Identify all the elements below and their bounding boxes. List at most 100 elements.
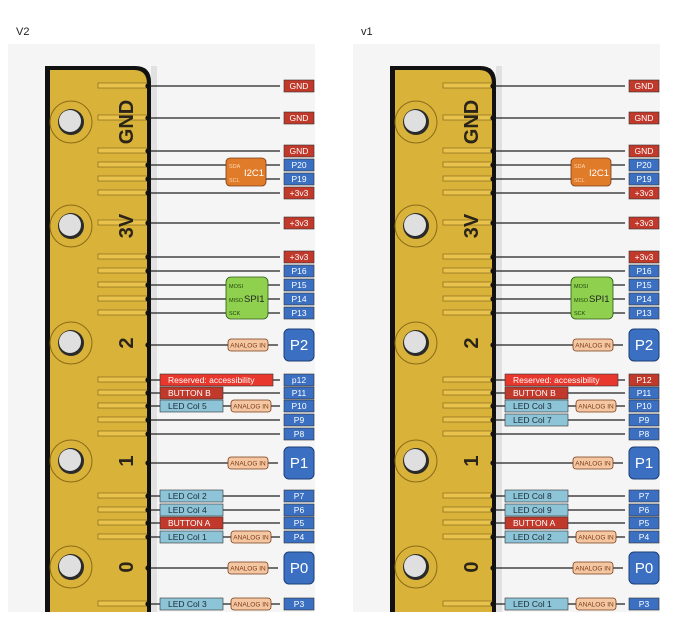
analog-in-label: ANALOG IN (575, 343, 611, 350)
analog-in-label: ANALOG IN (233, 404, 269, 411)
pin-label: P14 (291, 294, 306, 304)
v1-title: v1 (361, 26, 373, 38)
edge-pad (97, 295, 148, 302)
analog-in-label: ANALOG IN (233, 535, 269, 542)
pin-label: P5 (294, 518, 305, 528)
edge-pad (442, 82, 493, 89)
analog-in-tag (572, 338, 614, 352)
function-box (504, 530, 569, 544)
edge-pad (442, 492, 493, 499)
analog-in-label: ANALOG IN (230, 461, 266, 468)
edge-pad (97, 189, 148, 196)
pin-box (628, 292, 660, 306)
big-pin-label: P0 (290, 560, 308, 577)
pin-label: P10 (636, 401, 651, 411)
board-shadow (151, 66, 157, 612)
pin-dot (490, 403, 496, 409)
function-box (504, 386, 569, 400)
function-box (504, 413, 569, 427)
pin-box (283, 306, 315, 320)
function-label: LED Col 1 (513, 599, 552, 609)
analog-in-tag (572, 561, 614, 575)
analog-in-tag (227, 561, 269, 575)
function-label: BUTTON A (168, 518, 211, 528)
pin-dot (490, 507, 496, 513)
edge-pad (442, 309, 493, 316)
function-label: LED Col 5 (168, 401, 207, 411)
spi-sck-label: SCK (229, 311, 241, 317)
analog-in-tag (575, 597, 617, 611)
pin-box (283, 399, 315, 413)
big-pin-box (283, 551, 315, 585)
edge-pad (97, 519, 148, 526)
pin-box (283, 427, 315, 441)
edge-pad (442, 519, 493, 526)
pin-box (283, 373, 315, 387)
pin-dot (145, 176, 151, 182)
pin-box (628, 79, 660, 93)
pin-label: P15 (291, 280, 306, 290)
ring-label-0: 0 (461, 561, 483, 572)
function-label: BUTTON B (513, 388, 556, 398)
function-label: LED Col 3 (513, 401, 552, 411)
spi-box (225, 276, 269, 320)
analog-in-label: ANALOG IN (578, 535, 614, 542)
pin-box (283, 111, 315, 125)
pin-label: P20 (636, 160, 651, 170)
edge-pad (97, 253, 148, 260)
pin-label: P3 (294, 599, 305, 609)
analog-in-tag (575, 399, 617, 413)
edge-pad (442, 600, 493, 607)
big-pin-label: P2 (290, 337, 308, 354)
function-label: BUTTON A (513, 518, 556, 528)
function-label: LED Col 2 (513, 532, 552, 542)
spi-name: SPI1 (589, 294, 610, 305)
edge-pad (97, 82, 148, 89)
pin-box (628, 373, 660, 387)
function-label: LED Col 9 (513, 505, 552, 515)
edge-pad (97, 430, 148, 437)
pin-label: +3v3 (635, 188, 654, 198)
i2c-scl-label: SCL (229, 178, 240, 184)
edge-pad (442, 267, 493, 274)
pin-label: P5 (639, 518, 650, 528)
pin-label: P8 (639, 429, 650, 439)
pin-box (283, 503, 315, 517)
pin-dot (490, 565, 496, 571)
pin-box (628, 306, 660, 320)
ring-hole-highlight (404, 214, 426, 236)
pin-dot (490, 377, 496, 383)
analog-in-label: ANALOG IN (575, 461, 611, 468)
board-shadow (496, 66, 502, 612)
function-label: LED Col 7 (513, 415, 552, 425)
pin-dot (490, 390, 496, 396)
pin-dot (145, 282, 151, 288)
pin-label: P4 (639, 532, 650, 542)
pin-dot (145, 403, 151, 409)
ring-hole-highlight (404, 555, 426, 577)
function-label: LED Col 2 (168, 491, 207, 501)
pin-box (283, 216, 315, 230)
function-label: BUTTON B (168, 388, 211, 398)
ring-label-gnd: GND (461, 100, 483, 144)
big-pin-box (628, 446, 660, 480)
function-box (159, 516, 224, 530)
spi-miso-label: MISO (574, 298, 589, 304)
function-box (159, 386, 224, 400)
ring-hole-highlight (404, 331, 426, 353)
edge-pad (442, 189, 493, 196)
pin-box (283, 292, 315, 306)
pin-label: +3v3 (290, 252, 309, 262)
analog-in-tag (572, 456, 614, 470)
big-pin-label: P1 (635, 455, 653, 472)
pin-dot (490, 115, 496, 121)
pin-dot (490, 190, 496, 196)
pin-dot (490, 282, 496, 288)
pin-label: P13 (636, 308, 651, 318)
pin-box (283, 278, 315, 292)
analog-in-tag (575, 530, 617, 544)
analog-in-label: ANALOG IN (230, 566, 266, 573)
pin-label: P14 (636, 294, 651, 304)
edge-pad (442, 533, 493, 540)
